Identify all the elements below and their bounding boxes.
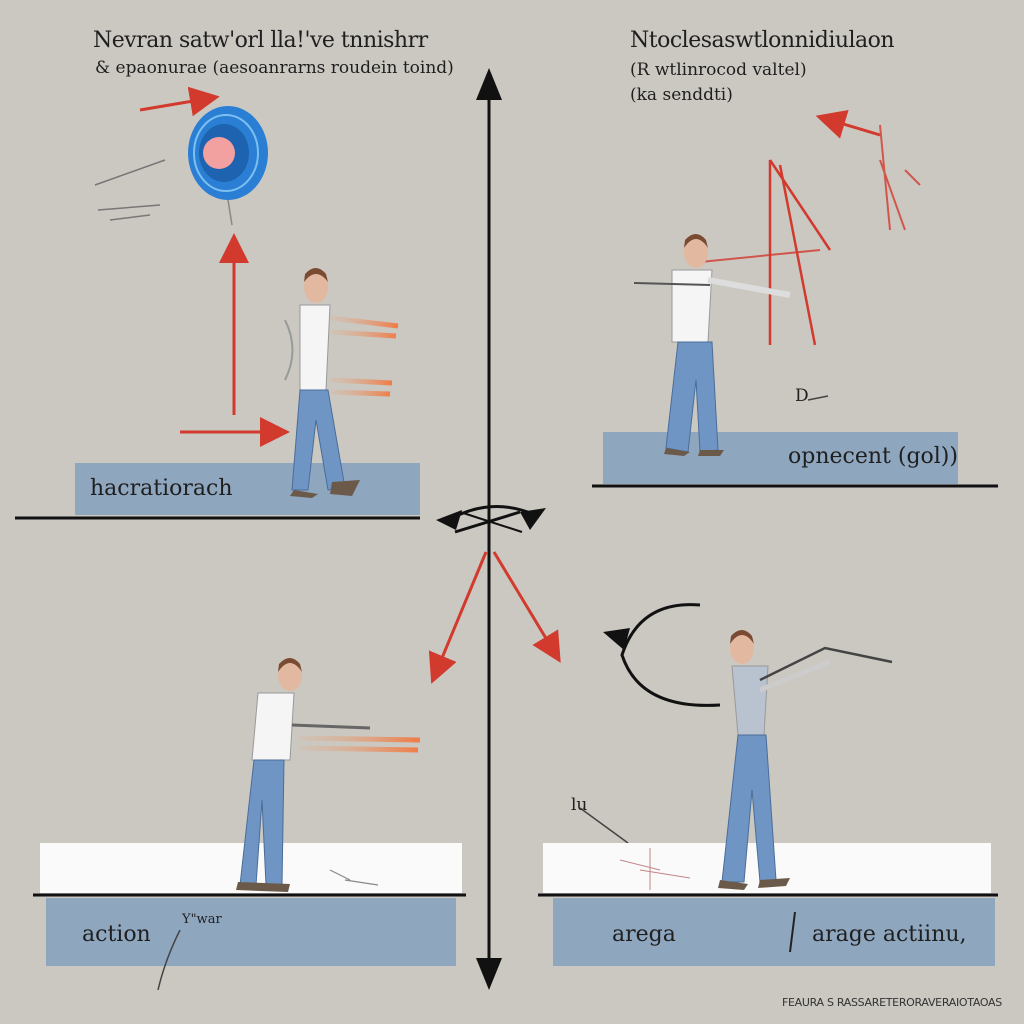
- bottom-right-marker: lu: [571, 795, 588, 815]
- top-left-title: Nevran satw'orl lla!'ve tnnishrr: [93, 28, 428, 53]
- figure-person-top-left: [284, 268, 399, 498]
- top-right-title: Ntoclesaswtlonnidiulaon: [630, 28, 895, 53]
- quadrant-bottom-left: [33, 658, 466, 991]
- bottom-right-box-label-left: arega: [612, 922, 676, 947]
- bottom-left-note: Y"war: [182, 912, 222, 927]
- top-left-box-label: hacratiorach: [90, 476, 233, 501]
- figure-person-bottom-right: [718, 630, 893, 890]
- bottom-left-box-label: action: [82, 922, 151, 947]
- panel-box-top-right: [603, 432, 958, 484]
- quadrant-top-left: [15, 86, 420, 520]
- panel-box-bottom-left: [46, 898, 456, 966]
- target-orb-icon: [188, 106, 268, 226]
- footer-caption: FEAURA S RASSARETERORAVERAIOTAOAS: [782, 996, 1002, 1009]
- figure-person-top-right: [633, 234, 791, 456]
- top-left-subtitle: & epaonurae (aesoanrarns roudein toind): [95, 58, 454, 78]
- central-cross-arrows: [428, 505, 561, 684]
- top-right-marker: D: [795, 386, 809, 406]
- top-right-subtitle-line1: (R wtlinrocod valtel): [630, 60, 807, 80]
- figure-person-bottom-left: [236, 658, 421, 892]
- quadrant-top-right: [592, 109, 998, 488]
- vertical-axis: [476, 68, 502, 990]
- top-right-box-label: opnecent (gol)): [788, 444, 958, 469]
- top-right-subtitle-line2: (ka senddti): [630, 85, 733, 105]
- quadrant-bottom-right: [538, 603, 998, 966]
- bottom-right-box-label-right: arage actiinu,: [812, 922, 967, 947]
- panel-box-bottom-right: [553, 898, 995, 966]
- panel-box-top-left: [75, 463, 420, 515]
